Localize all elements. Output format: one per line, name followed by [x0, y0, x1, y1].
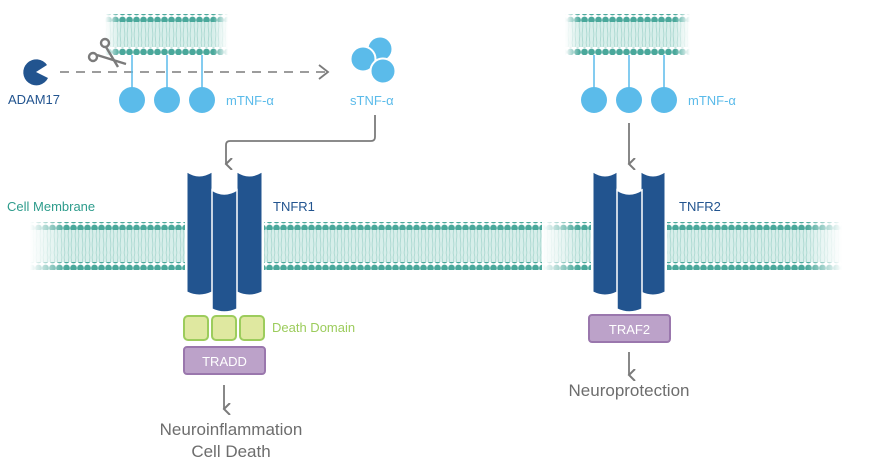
tnfr1-label: TNFR1: [273, 199, 315, 214]
cell-membrane-segment-middle: [264, 222, 591, 270]
membrane-top-right: [565, 10, 690, 58]
cell-membrane-label: Cell Membrane: [7, 199, 95, 214]
outcome-right: Neuroprotection: [569, 381, 690, 400]
membrane-top-left: [105, 10, 228, 58]
mtnf-monomer: [616, 87, 642, 113]
traf2-box: [588, 314, 671, 343]
pacman-enzyme-icon: [23, 59, 48, 86]
adam17-label: ADAM17: [8, 92, 60, 107]
tradd-box: [183, 346, 266, 375]
mtnf-monomer: [154, 87, 180, 113]
death-domain-label: Death Domain: [272, 320, 355, 335]
mtnf-monomer: [581, 87, 607, 113]
tradd-label: TRADD: [202, 354, 247, 369]
mtnf-left-label: mTNF-α: [226, 93, 274, 108]
mtnf-left-group: [119, 55, 215, 113]
cell-membrane: [30, 218, 842, 274]
mtnf-monomer: [651, 87, 677, 113]
outcome-left-line2: Cell Death: [191, 442, 270, 461]
stnf-label: sTNF-α: [350, 93, 394, 108]
cleavage-arrowhead: [318, 64, 330, 80]
mtnf-right-label: mTNF-α: [688, 93, 736, 108]
stnf-to-tnfr1-arrow: [226, 115, 376, 164]
mtnf-right-group: [581, 55, 677, 113]
cell-membrane-segment-right: [542, 218, 842, 274]
mtnf-monomer: [189, 87, 215, 113]
traf2-label: TRAF2: [609, 322, 650, 337]
scissors-icon: [87, 37, 127, 68]
tnfr2-label: TNFR2: [679, 199, 721, 214]
stnf-trimer: [349, 35, 397, 85]
tnfr2-receptor: [592, 171, 666, 313]
death-domain: [183, 315, 265, 341]
tnfr1-receptor: [186, 171, 263, 313]
mtnf-monomer: [119, 87, 145, 113]
outcome-left-line1: Neuroinflammation: [160, 420, 303, 439]
